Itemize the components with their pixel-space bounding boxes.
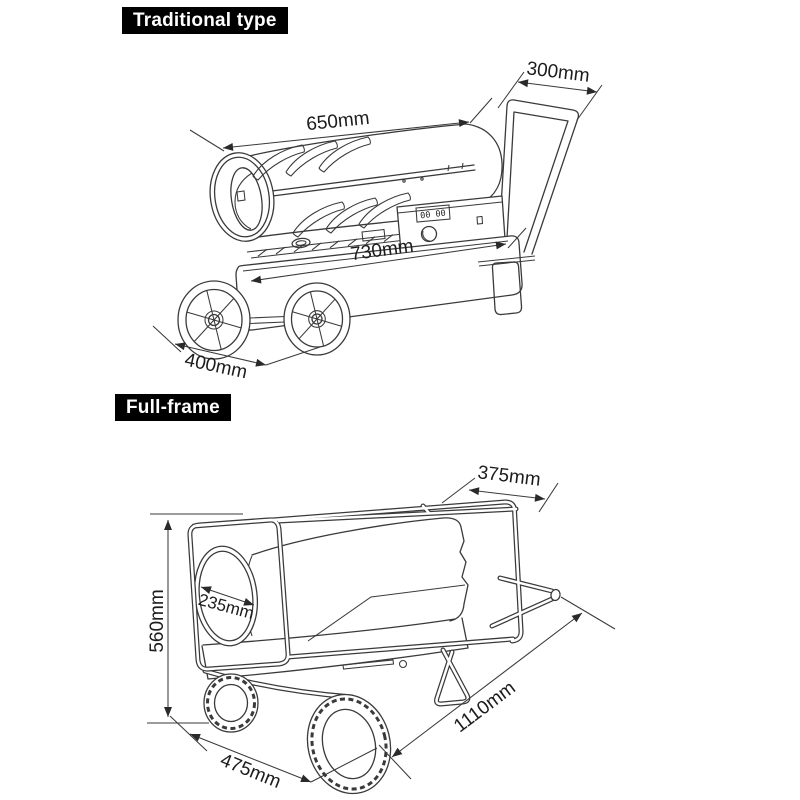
handle-inner (505, 111, 569, 257)
witness-lines (497, 71, 603, 121)
frame-wheels (203, 673, 392, 795)
witness-lines (441, 477, 559, 513)
dim-300mm: 300mm (497, 58, 603, 121)
preheat-block (361, 228, 386, 242)
traditional-type-figure: 00 00 (152, 58, 603, 383)
witness-lines (507, 227, 527, 249)
dimension-line (200, 586, 255, 606)
witness-lines (378, 596, 616, 780)
dimension-line (517, 79, 598, 95)
spokes (292, 291, 342, 347)
dim-label: 650mm (305, 108, 370, 136)
witness-lines (189, 97, 493, 152)
dimension-line (391, 612, 583, 758)
base-bolt (398, 659, 408, 669)
hub (207, 313, 221, 327)
section-label-full-frame: Full-frame (115, 394, 231, 421)
seam-rivet (420, 177, 424, 181)
seam-ticks (447, 162, 464, 172)
right-wheel (306, 693, 392, 795)
heater-barrel (209, 123, 503, 242)
igniter-notch (236, 190, 246, 202)
dim-label: 560mm (147, 589, 168, 652)
tow-handle-tip (550, 588, 561, 602)
barrel-seam (271, 164, 476, 197)
spokes (186, 290, 242, 350)
left-wheel (203, 673, 259, 733)
front-rim-inner (213, 156, 271, 238)
fuel-cap (291, 237, 311, 249)
knob-shading (422, 230, 431, 242)
panel-edge (397, 201, 503, 214)
body-panel-crease (307, 584, 466, 642)
full-frame-figure: 375mm 560mm 235mm 1110mm 475mm (147, 462, 616, 795)
dimension-line (189, 733, 312, 783)
dimension-line (222, 119, 470, 151)
combustion-chamber-arc (234, 172, 253, 230)
seam-rivet (402, 179, 406, 183)
digital-display (415, 204, 451, 223)
protective-cage (187, 499, 561, 672)
dim-label: 300mm (525, 58, 590, 87)
outlet-opening (230, 167, 263, 231)
axle (249, 315, 286, 325)
body-top-edge (251, 517, 444, 556)
hub (311, 313, 323, 325)
barrel-bottom-edge (250, 220, 399, 239)
dimension-line (468, 487, 546, 502)
wheels (177, 280, 351, 360)
dimension-line (174, 342, 267, 367)
dimension-line (250, 241, 507, 284)
dim-label: 475mm (217, 750, 284, 793)
dim-650mm: 650mm (189, 97, 493, 152)
push-handle (497, 99, 580, 258)
display-readout: 00 00 (420, 209, 446, 222)
dim-label: 375mm (476, 462, 541, 491)
power-switch (476, 215, 484, 225)
right-wheel (283, 282, 351, 356)
body-right-end (442, 517, 469, 622)
front-rim-outer (209, 152, 275, 242)
section-label-traditional-type: Traditional type (122, 7, 288, 34)
barrel-back-cap (465, 123, 503, 204)
